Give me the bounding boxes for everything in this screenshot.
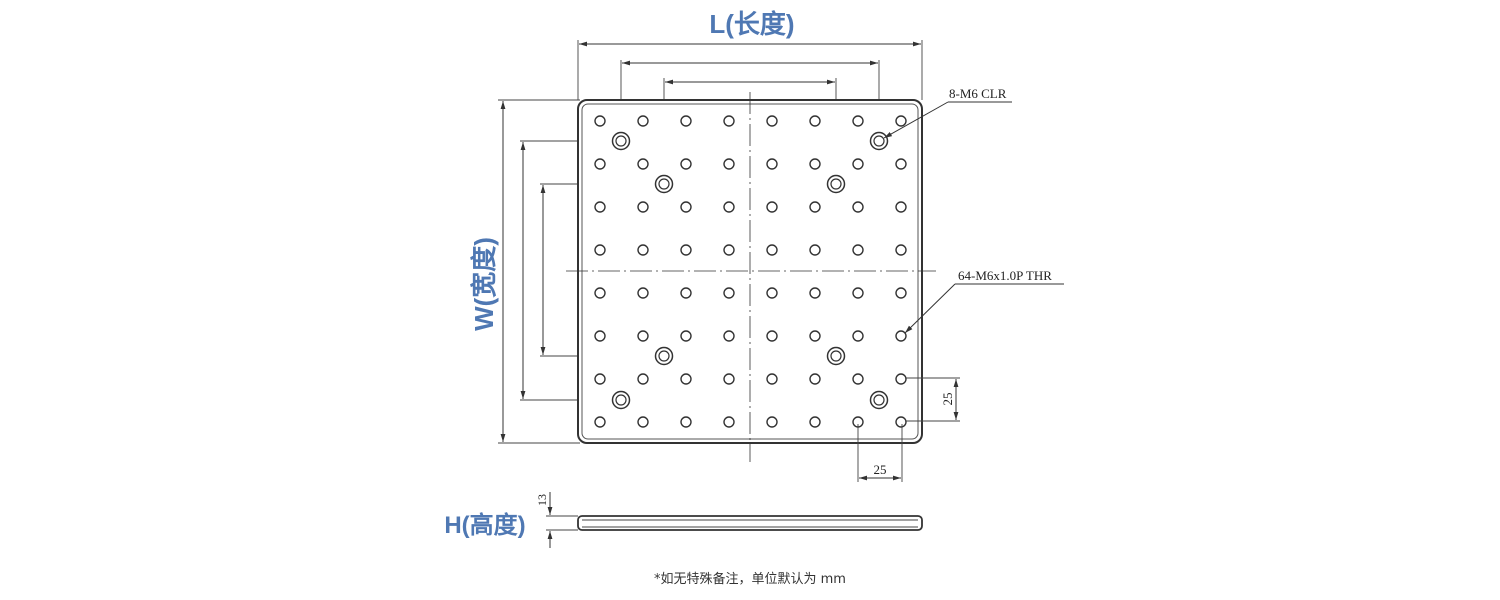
- threaded-hole: [766, 158, 778, 170]
- threaded-hole: [766, 244, 778, 256]
- threaded-hole: [680, 330, 692, 342]
- plate-side-view: [577, 515, 923, 531]
- threaded-hole: [766, 115, 778, 127]
- threaded-hole: [852, 201, 864, 213]
- hole-pitch-horizontal-dimension: 25: [857, 424, 903, 482]
- threaded-hole: [680, 201, 692, 213]
- clearance-hole: [654, 346, 674, 366]
- threaded-hole: [594, 244, 606, 256]
- threaded-hole: [852, 158, 864, 170]
- threaded-hole: [895, 158, 907, 170]
- threaded-hole: [852, 330, 864, 342]
- thickness-value: 13: [535, 494, 549, 506]
- threaded-hole: [680, 416, 692, 428]
- units-footnote: *如无特殊备注，单位默认为 mm: [654, 571, 846, 587]
- threaded-hole-grid: [594, 115, 907, 428]
- length-dimension: [577, 40, 923, 100]
- threaded-hole: [680, 287, 692, 299]
- threaded-hole: [852, 244, 864, 256]
- threaded-hole: [895, 201, 907, 213]
- width-dimension: [498, 99, 580, 444]
- threaded-hole: [766, 416, 778, 428]
- threaded-hole: [637, 373, 649, 385]
- hole-pitch-vertical-dimension: 25: [905, 377, 960, 422]
- threaded-hole: [594, 158, 606, 170]
- threaded-hole: [680, 244, 692, 256]
- clearance-hole: [611, 390, 631, 410]
- threaded-hole: [637, 115, 649, 127]
- clearance-hole: [869, 390, 889, 410]
- threaded-hole: [594, 416, 606, 428]
- threaded-hole: [637, 416, 649, 428]
- threaded-callout: 64-M6x1.0P THR: [904, 268, 1064, 334]
- threaded-hole: [594, 201, 606, 213]
- clearance-hole: [611, 131, 631, 151]
- threaded-hole: [895, 330, 907, 342]
- threaded-hole: [723, 330, 735, 342]
- clearance-hole-set: [611, 131, 889, 410]
- threaded-hole: [809, 158, 821, 170]
- threaded-hole: [723, 373, 735, 385]
- threaded-hole: [594, 287, 606, 299]
- threaded-hole: [723, 115, 735, 127]
- threaded-hole: [766, 330, 778, 342]
- threaded-hole: [895, 373, 907, 385]
- threaded-hole: [852, 287, 864, 299]
- hole-pitch-horizontal-value: 25: [874, 462, 887, 477]
- threaded-hole: [637, 201, 649, 213]
- threaded-hole: [680, 373, 692, 385]
- clearance-callout: 8-M6 CLR: [883, 86, 1012, 139]
- threaded-hole: [723, 158, 735, 170]
- width-title: W(宽度): [469, 237, 499, 331]
- threaded-hole: [637, 244, 649, 256]
- height-title: H(高度): [444, 511, 525, 539]
- hole-pitch-vertical-value: 25: [940, 393, 955, 406]
- threaded-hole: [637, 330, 649, 342]
- clearance-callout-label: 8-M6 CLR: [949, 86, 1007, 101]
- threaded-callout-label: 64-M6x1.0P THR: [958, 268, 1052, 283]
- threaded-hole: [895, 416, 907, 428]
- threaded-hole: [809, 330, 821, 342]
- threaded-hole: [809, 373, 821, 385]
- threaded-hole: [809, 287, 821, 299]
- threaded-hole: [809, 201, 821, 213]
- threaded-hole: [852, 373, 864, 385]
- threaded-hole: [766, 373, 778, 385]
- threaded-hole: [594, 115, 606, 127]
- length-title: L(长度): [709, 9, 794, 39]
- thickness-dimension: 13: [535, 492, 578, 548]
- threaded-hole: [895, 115, 907, 127]
- threaded-hole: [809, 416, 821, 428]
- threaded-hole: [852, 115, 864, 127]
- threaded-hole: [895, 287, 907, 299]
- threaded-hole: [809, 115, 821, 127]
- threaded-hole: [766, 287, 778, 299]
- clearance-hole: [826, 346, 846, 366]
- threaded-hole: [680, 115, 692, 127]
- threaded-hole: [723, 287, 735, 299]
- clearance-hole: [869, 131, 889, 151]
- threaded-hole: [809, 244, 821, 256]
- threaded-hole: [637, 158, 649, 170]
- clearance-hole: [654, 174, 674, 194]
- threaded-hole: [723, 244, 735, 256]
- threaded-hole: [680, 158, 692, 170]
- threaded-hole: [895, 244, 907, 256]
- threaded-hole: [594, 330, 606, 342]
- threaded-hole: [594, 373, 606, 385]
- threaded-hole: [723, 201, 735, 213]
- clearance-hole: [826, 174, 846, 194]
- threaded-hole: [766, 201, 778, 213]
- threaded-hole: [723, 416, 735, 428]
- threaded-hole: [637, 287, 649, 299]
